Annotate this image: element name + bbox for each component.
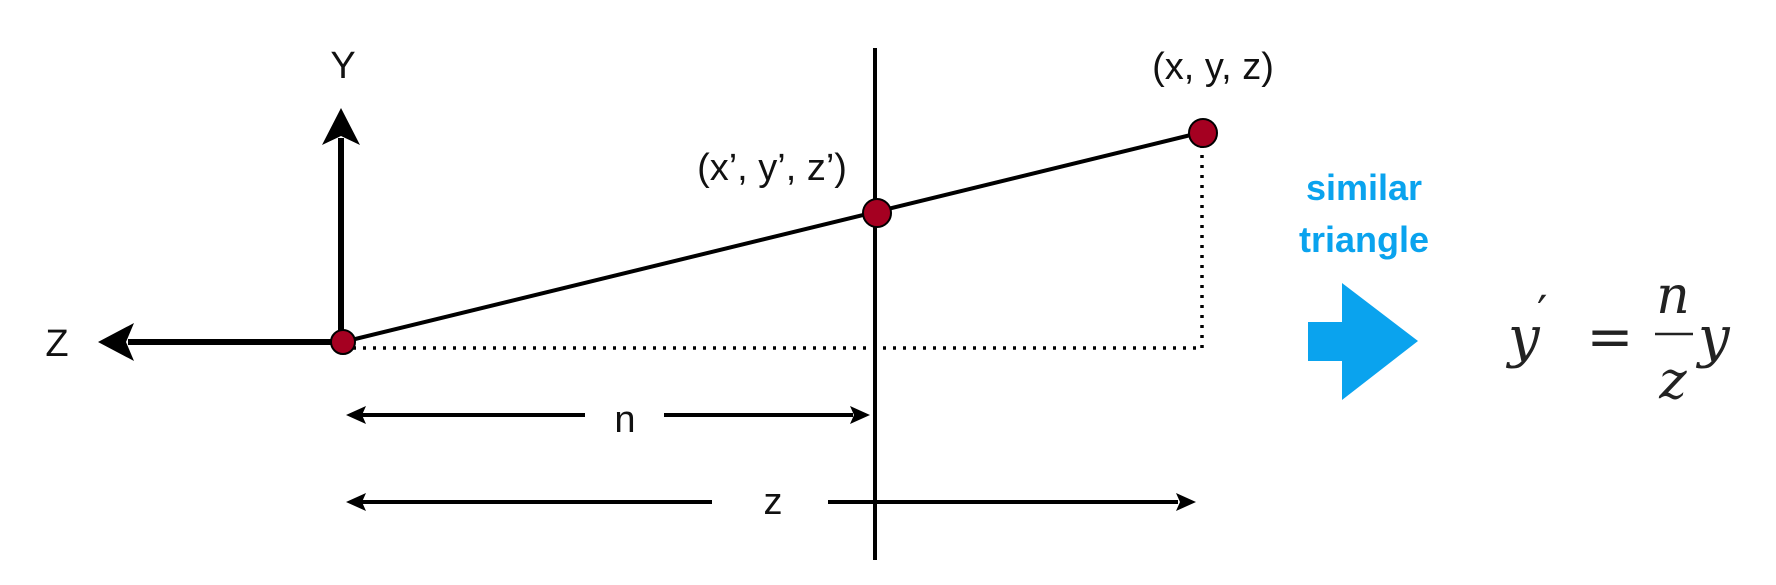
y-axis-arrowhead-icon: [322, 108, 360, 145]
near-arrowhead-right-icon: [850, 406, 870, 424]
near-distance-label: n: [614, 399, 635, 441]
y-axis: Y: [322, 45, 360, 342]
z-axis-label: Z: [45, 323, 68, 365]
callout-line-2: triangle: [1299, 219, 1429, 260]
z-axis: Z: [45, 323, 343, 365]
callout-line-1: similar: [1306, 167, 1422, 208]
arrow-right-icon: [1308, 283, 1418, 400]
formula-rhs: y: [1695, 305, 1731, 370]
far-distance-label: z: [764, 481, 783, 523]
far-arrowhead-left-icon: [346, 493, 366, 511]
far-point-label: (x, y, z): [1152, 46, 1274, 88]
far-distance-dimension: z: [346, 481, 1196, 523]
similar-triangle-callout: similar triangle: [1299, 167, 1429, 400]
formula-equals: =: [1587, 305, 1634, 370]
projected-point-label: (x’, y’, z’): [697, 147, 847, 189]
formula-lhs: y: [1505, 305, 1541, 370]
origin-point: [330, 329, 356, 355]
far-arrowhead-right-icon: [1176, 493, 1196, 511]
formula-denominator: z: [1658, 351, 1687, 411]
z-axis-arrowhead-icon: [98, 323, 134, 361]
projection-formula: y ′ = n z y: [1505, 266, 1731, 411]
near-distance-dimension: n: [346, 399, 870, 441]
projection-ray: [342, 130, 1204, 344]
formula-numerator: n: [1656, 266, 1690, 326]
projected-point: [862, 198, 892, 228]
formula-prime: ′: [1537, 285, 1547, 339]
y-axis-label: Y: [330, 45, 355, 87]
far-point: [1188, 118, 1218, 148]
near-arrowhead-left-icon: [346, 406, 366, 424]
